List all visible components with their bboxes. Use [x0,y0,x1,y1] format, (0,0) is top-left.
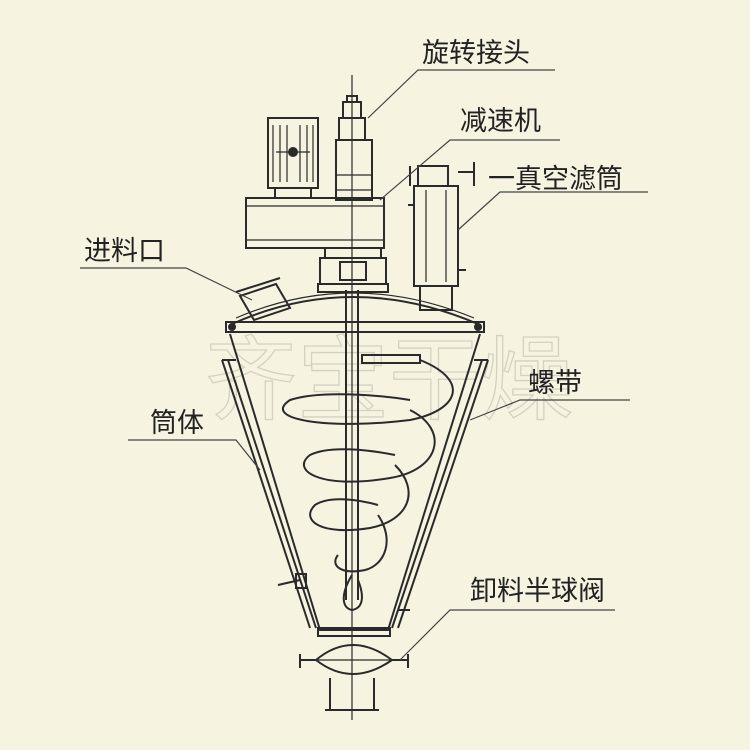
vacuum-filter [408,162,475,311]
label-feed-port: 进料口 [84,236,165,267]
label-rotary-joint: 旋转接头 [422,38,530,69]
vessel-body [221,333,489,637]
feed-port [235,277,292,322]
leader-lines [80,69,648,661]
discharge-valve [299,644,409,711]
label-discharge-valve: 卸料半球阀 [470,576,605,607]
reducer [335,139,373,201]
ribbon-helix [282,354,454,612]
label-vacuum-filter: 一真空滤筒 [488,164,623,195]
top-lid [225,292,485,333]
watermark-text: 齐宝干燥 [205,327,573,434]
label-ribbon: 螺带 [528,368,582,399]
central-shaft [345,75,359,720]
motor [267,117,319,199]
label-cylinder: 筒体 [150,408,204,439]
label-reducer: 减速机 [460,106,541,137]
gearbox [245,197,389,293]
